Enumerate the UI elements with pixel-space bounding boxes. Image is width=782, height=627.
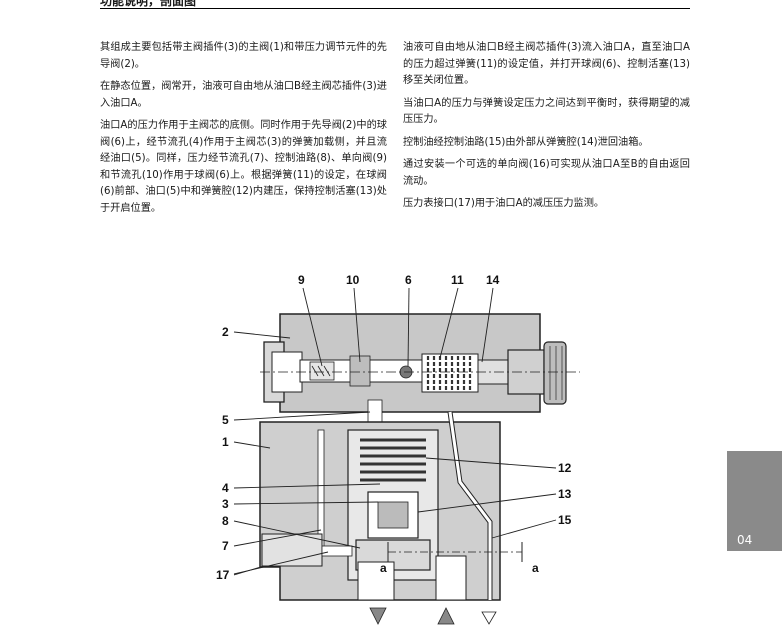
leader-lines [233, 287, 557, 576]
callout-8: 8 [222, 514, 229, 528]
callout-6: 6 [405, 273, 412, 287]
callout-15: 15 [558, 513, 572, 527]
valve-cross-section-diagram: 9 10 6 11 14 2 5 1 4 3 8 7 17 12 13 15 a… [200, 262, 600, 627]
paragraph: 控制油经控制油路(15)由外部从弹簧腔(14)泄回油箱。 [403, 136, 649, 148]
callout-12: 12 [558, 461, 572, 475]
callout-10: 10 [346, 273, 360, 287]
paragraph: 压力表接口(17)用于油口A的减压压力监测。 [403, 198, 605, 209]
section-mark-right: a [532, 561, 539, 575]
callout-2: 2 [222, 325, 229, 339]
callout-9: 9 [298, 273, 305, 287]
callout-17: 17 [216, 568, 230, 582]
callout-11: 11 [451, 273, 464, 287]
chapter-number: 04 [737, 533, 753, 547]
paragraph: 在静态位置，阀常开，油液可自由地从油口B经主阀芯插件(3)进入油口A。 [100, 81, 387, 109]
callout-7: 7 [222, 539, 229, 553]
chapter-tab: 04 [727, 451, 782, 551]
callout-14: 14 [486, 273, 500, 287]
valve-drawing: 9 10 6 11 14 2 5 1 4 3 8 7 17 12 13 15 a… [216, 273, 580, 625]
main-valve-body [259, 411, 523, 625]
paragraph: 油液可自由地从油口B经主阀芯插件(3)流入油口A，直至油口A的压力超过弹簧(11… [403, 42, 690, 86]
paragraph: 油口A的压力作用于主阀芯的底侧。同时作用于先导阀(2)中的球阀(6)上，经节流孔… [100, 120, 387, 214]
section-header: 功能说明，剖面图 [100, 0, 690, 9]
right-text-column: 油液可自由地从油口B经主阀芯插件(3)流入油口A，直至油口A的压力超过弹簧(11… [403, 40, 690, 219]
section-title: 功能说明，剖面图 [100, 0, 197, 8]
callout-1: 1 [222, 435, 229, 449]
left-text-column: 其组成主要包括带主阀插件(3)的主阀(1)和带压力调节元件的先导阀(2)。 在静… [100, 40, 387, 223]
callout-5: 5 [222, 413, 229, 427]
callout-4: 4 [222, 481, 229, 495]
paragraph: 当油口A的压力与弹簧设定压力之间达到平衡时，获得期望的减压压力。 [403, 97, 690, 126]
callout-13: 13 [558, 487, 572, 501]
callout-3: 3 [222, 497, 229, 511]
paragraph: 通过安装一个可选的单向阀(16)可实现从油口A至B的自由返回流动。 [403, 159, 690, 187]
paragraph: 其组成主要包括带主阀插件(3)的主阀(1)和带压力调节元件的先导阀(2)。 [100, 42, 387, 70]
section-mark-left: a [380, 561, 387, 575]
callout-labels: 9 10 6 11 14 2 5 1 4 3 8 7 17 12 13 15 a… [216, 273, 572, 582]
pilot-valve-body [260, 313, 580, 423]
